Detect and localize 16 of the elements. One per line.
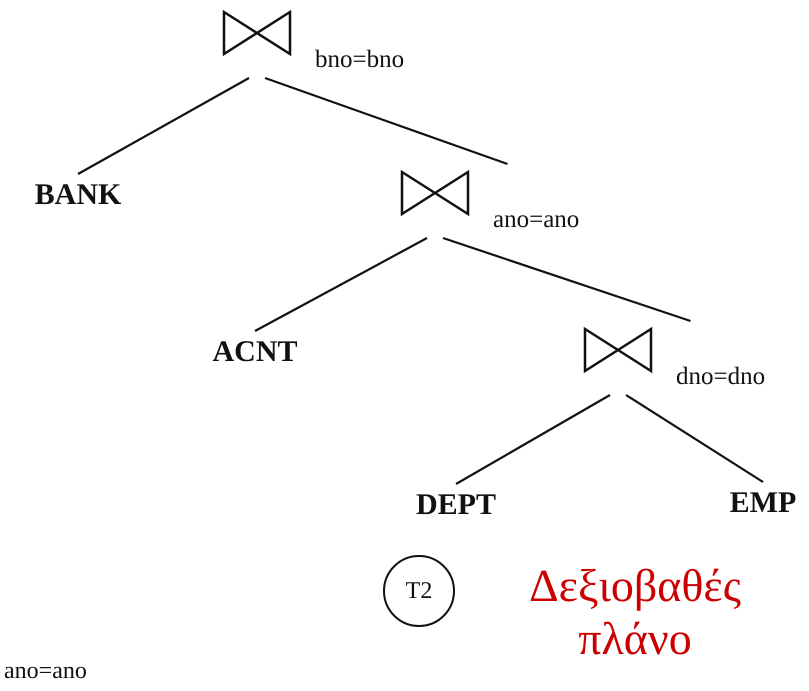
plan-caption: Δεξιοβαθές πλάνο (528, 560, 742, 666)
tree-edge (254, 237, 428, 332)
tree-edge (77, 77, 250, 175)
relation-name: DEPT (404, 488, 508, 522)
tree-edge (264, 76, 508, 166)
tree-edge (625, 394, 764, 483)
plan-circle: T2 (383, 555, 455, 627)
join-condition: dno=dno (676, 363, 766, 391)
relation-name: BANK (22, 178, 134, 212)
join-condition: ano=ano (4, 658, 88, 686)
relation-name: ACNT (198, 335, 312, 369)
join-condition: bno=bno (315, 46, 404, 74)
relation-name: EMP (720, 486, 806, 520)
join-condition: ano=ano (493, 206, 580, 234)
tree-edge (442, 236, 691, 322)
tree-edge (455, 394, 611, 485)
